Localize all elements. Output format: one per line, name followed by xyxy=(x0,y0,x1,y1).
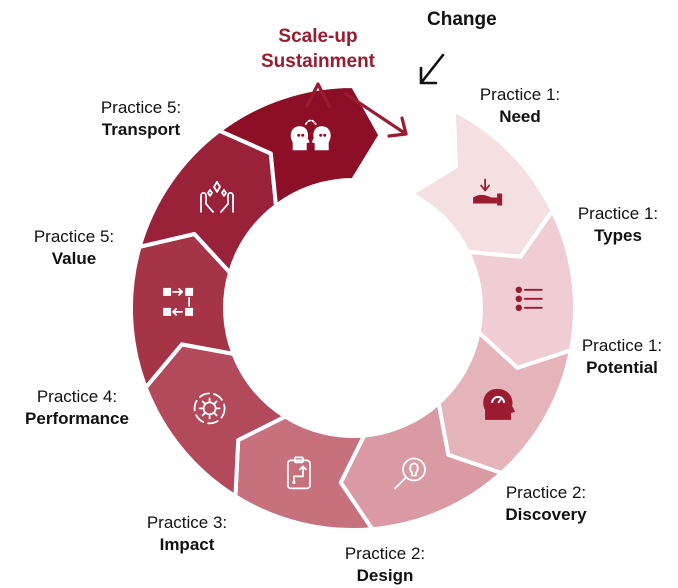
practice-number: Practice 2: xyxy=(344,544,426,563)
practice-name: Discovery xyxy=(505,505,587,524)
label-potential: Practice 1: Potential xyxy=(566,335,678,379)
practice-name: Impact xyxy=(159,535,215,554)
practice-name: Transport xyxy=(101,120,181,139)
practice-number: Practice 1: xyxy=(479,85,561,104)
head-gauge-icon xyxy=(483,388,516,420)
scale-up-sustainment-label: Scale-up Sustainment xyxy=(243,24,393,74)
practice-name: Need xyxy=(499,107,541,126)
segment-need xyxy=(409,108,555,259)
two-heads-icon xyxy=(290,119,331,151)
clipboard-path-icon xyxy=(286,456,311,490)
process-flow-icon xyxy=(163,287,194,316)
bullet-list-icon xyxy=(515,286,543,311)
practice-name: Design xyxy=(356,566,414,585)
change-label: Change xyxy=(427,9,497,30)
scale-up-arrow-icon xyxy=(305,82,331,108)
practice-name: Potential xyxy=(586,358,658,377)
practice-name: Value xyxy=(51,249,97,268)
hand-receive-icon xyxy=(473,178,503,206)
sustainment-arrow-icon xyxy=(344,92,408,138)
practice-number: Practice 5: xyxy=(100,98,182,117)
label-impact: Practice 3: Impact xyxy=(122,512,252,556)
label-transport: Practice 5: Transport xyxy=(76,97,206,141)
practice-number: Practice 4: xyxy=(36,387,118,406)
label-performance: Practice 4: Performance xyxy=(10,386,144,430)
practice-number: Practice 5: xyxy=(33,227,115,246)
scale-up-text: Scale-up xyxy=(278,26,358,47)
label-need: Practice 1: Need xyxy=(455,84,585,128)
label-types: Practice 1: Types xyxy=(556,203,678,247)
hands-value-icon xyxy=(200,180,234,213)
practice-number: Practice 2: xyxy=(505,483,587,502)
change-arrow-icon xyxy=(419,53,445,85)
practice-name: Types xyxy=(594,226,642,245)
label-value: Practice 5: Value xyxy=(14,226,134,270)
gear-cycle-icon xyxy=(193,392,226,425)
practice-name: Performance xyxy=(25,409,129,428)
label-discovery: Practice 2: Discovery xyxy=(481,482,611,526)
practice-number: Practice 1: xyxy=(581,336,663,355)
magnifier-bulb-icon xyxy=(394,457,426,490)
label-design: Practice 2: Design xyxy=(320,543,450,587)
practice-number: Practice 3: xyxy=(146,513,228,532)
sustainment-text: Sustainment xyxy=(260,51,376,72)
practice-number: Practice 1: xyxy=(577,204,659,223)
